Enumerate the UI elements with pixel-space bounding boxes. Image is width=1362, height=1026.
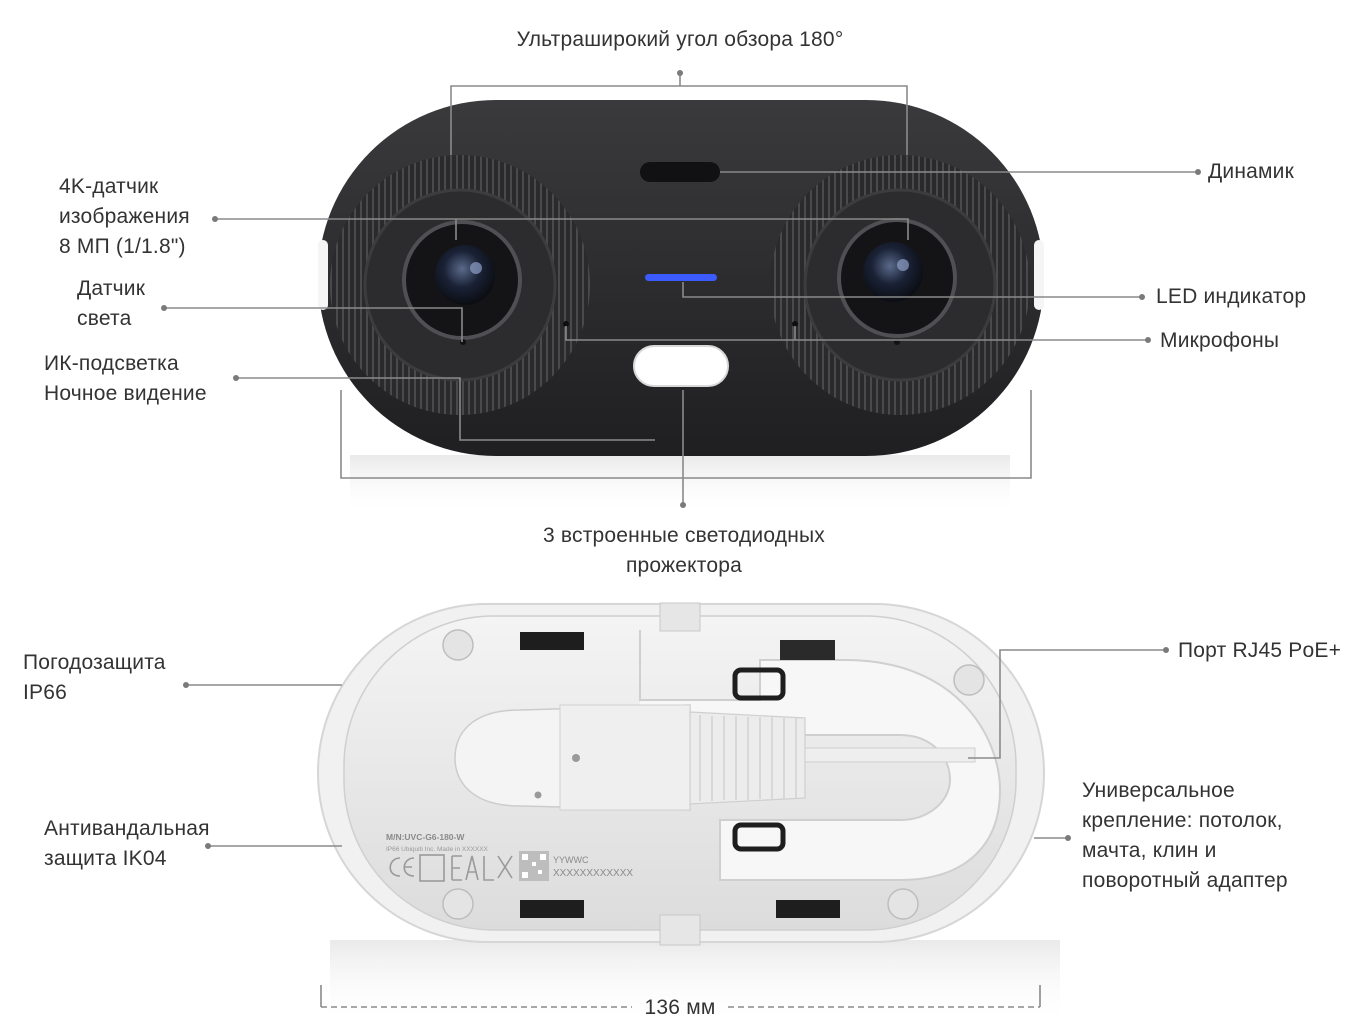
cable-gland — [454, 704, 976, 811]
slot-top-left — [520, 632, 584, 650]
callout-led: LED индикатор — [1156, 285, 1307, 308]
label-model: M/N:UVC-G6-180-W — [386, 832, 465, 842]
label-line2: IP66 Ubiquiti Inc. Made in XXXXXX — [386, 846, 489, 853]
front-camera — [318, 100, 1044, 515]
callout-mount: Универсальное крепление: потолок, мачта,… — [1082, 779, 1288, 892]
lens-left — [435, 245, 495, 305]
callout-ir: ИК-подсветка Ночное видение — [44, 352, 207, 405]
mic-left — [563, 321, 569, 327]
label-date: YYWWC — [553, 855, 589, 865]
back-leader-lines — [186, 649, 1166, 1008]
callout-port: Порт RJ45 PoE+ — [1178, 639, 1342, 662]
back-camera: M/N:UVC-G6-180-W IP66 Ubiquiti Inc. Made… — [317, 602, 1060, 1025]
label-serial: XXXXXXXXXXXX — [553, 868, 633, 879]
cable-channel — [639, 630, 1002, 881]
floodlight — [633, 345, 729, 387]
right-lens-assembly — [770, 155, 1030, 415]
callout-speaker: Динамик — [1208, 160, 1294, 183]
side-light-left — [318, 240, 328, 310]
callout-wide-angle: Ультраширокий угол обзора 180° — [516, 28, 844, 51]
callout-floodlights: 3 встроенные светодиодных прожектора — [542, 524, 826, 577]
side-light-right — [1034, 240, 1044, 310]
front-reflection — [350, 455, 1010, 515]
speaker-grille — [640, 162, 720, 182]
callout-sensor: 4K-датчик изображения 8 МП (1/1.8") — [59, 175, 190, 258]
dimension-label: 136 мм — [644, 996, 716, 1019]
slot-bottom-left — [520, 900, 584, 918]
clip-bottom — [732, 822, 786, 852]
label-plate: M/N:UVC-G6-180-W IP66 Ubiquiti Inc. Made… — [386, 832, 633, 882]
mic-right — [792, 321, 798, 327]
certification-marks — [389, 854, 513, 882]
left-lens-assembly — [330, 155, 590, 415]
rj45-port — [780, 640, 835, 660]
lens-right — [863, 242, 923, 302]
callout-weather: Погодозащита IP66 — [23, 651, 166, 704]
front-leader-dots — [161, 70, 1201, 508]
callout-vandal: Антивандальная защита IK04 — [44, 817, 210, 870]
callout-light-sensor: Датчик света — [77, 277, 146, 330]
callout-mics: Микрофоны — [1160, 329, 1280, 352]
back-leader-dots — [183, 647, 1169, 849]
slot-bottom-right — [776, 900, 840, 918]
led-indicator — [645, 274, 717, 281]
back-reflection — [330, 940, 1060, 1025]
front-leader-lines — [164, 74, 1198, 505]
clip-top — [732, 667, 786, 701]
